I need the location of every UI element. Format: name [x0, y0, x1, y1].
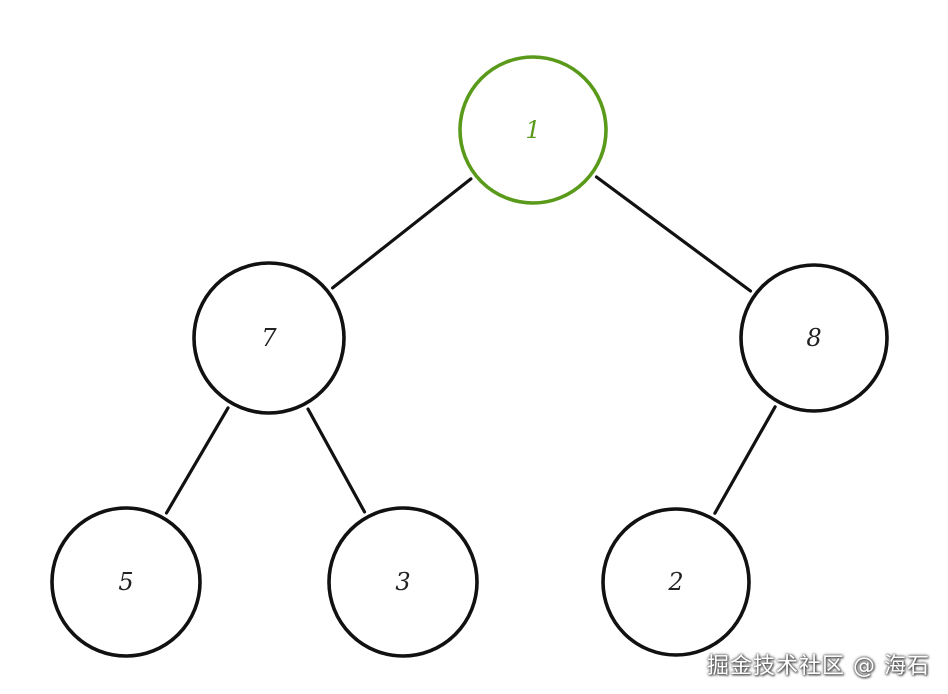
node-circle-2 — [601, 507, 751, 657]
node-circle-8 — [739, 263, 889, 413]
tree-node-8: 8 — [739, 263, 889, 413]
tree-node-7: 7 — [192, 261, 346, 415]
node-circle-3 — [327, 506, 479, 658]
node-circle-7 — [192, 261, 346, 415]
node-label-2: 2 — [667, 568, 683, 596]
node-circle-1 — [458, 55, 608, 205]
edge-n8-n2 — [713, 405, 777, 515]
node-label-1: 1 — [525, 116, 540, 144]
nodes-layer: 1 7 8 5 3 2 — [50, 55, 889, 658]
watermark-text: 掘金技术社区 @ 海石 — [707, 654, 930, 679]
tree-node-3: 3 — [327, 506, 479, 658]
node-label-7: 7 — [261, 324, 277, 352]
edge-n1-n8 — [594, 175, 753, 293]
node-circle-5 — [50, 506, 202, 658]
tree-node-5: 5 — [50, 506, 202, 658]
edge-n7-n3 — [306, 407, 367, 514]
edge-n1-n7 — [331, 177, 473, 290]
edges-layer — [164, 175, 777, 515]
tree-node-2: 2 — [601, 507, 751, 657]
node-label-5: 5 — [118, 568, 133, 596]
tree-node-1: 1 — [458, 55, 608, 205]
node-label-3: 3 — [395, 568, 410, 596]
edge-n7-n5 — [164, 406, 230, 515]
node-label-8: 8 — [806, 324, 821, 352]
